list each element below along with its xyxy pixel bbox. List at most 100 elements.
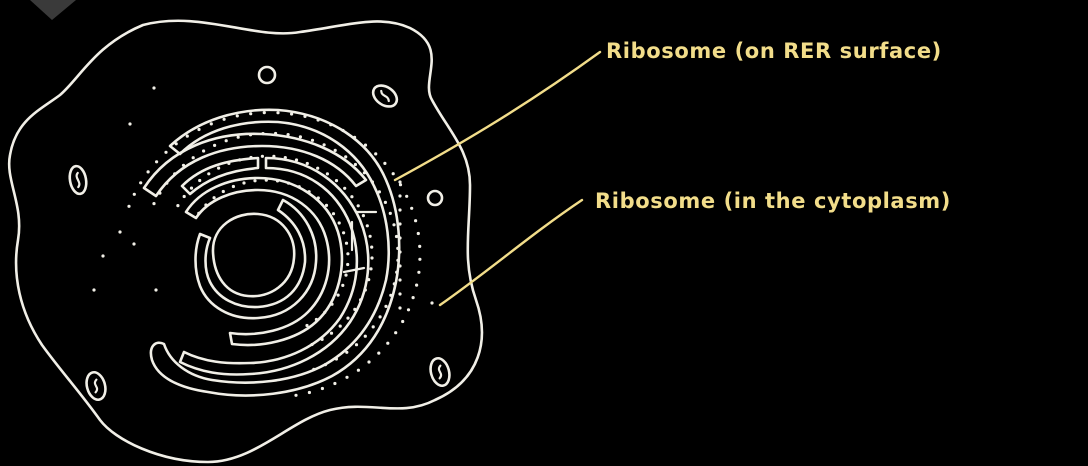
ribosome-dot [155, 160, 158, 163]
ribosome-dot [210, 122, 213, 125]
ribosome-dot [308, 190, 311, 193]
ribosome-dot [398, 236, 401, 239]
ribosome-dot [118, 230, 121, 233]
label-cytoplasm-ribosome: Ribosome (in the cytoplasm) [595, 189, 951, 213]
ribosome-dot [364, 335, 367, 338]
ribosome-dot [182, 164, 185, 167]
ribosome-dot [330, 332, 333, 335]
ribosome-dot [321, 338, 324, 341]
ribosome-dot [284, 156, 287, 159]
ribosome-dot [249, 156, 252, 159]
ribosome-dot [367, 278, 370, 281]
ribosome-dot [379, 315, 382, 318]
ribosome-dot [249, 133, 252, 136]
rer-cisterna-2 [186, 178, 342, 345]
ribosome-dot [274, 132, 277, 135]
ribosome-dot [175, 142, 178, 145]
ribosome-dot [92, 288, 95, 291]
ribosome-dot [378, 190, 381, 193]
ribosome-dot [238, 158, 241, 161]
ribosome-dot [332, 212, 335, 215]
organelle-bottom-right [428, 356, 453, 388]
ribosome-dot [298, 185, 301, 188]
ribosome-dot [321, 387, 324, 390]
ribosome-dot [127, 205, 130, 208]
ribosome-dot [344, 274, 347, 277]
ribosome-dot [384, 305, 387, 308]
ribosome-dot [152, 86, 155, 89]
ribosome-dot [265, 179, 268, 182]
rer-cisterna-3 [182, 158, 258, 194]
ribosome-dot [276, 179, 279, 182]
ribosome-dot [418, 258, 421, 261]
ribosome-dot [345, 376, 348, 379]
ribosome-dot [343, 187, 346, 190]
rer-cap-2 [344, 268, 364, 272]
ribosome-dot [346, 317, 349, 320]
ribosome-dot [299, 135, 302, 138]
ribosome-dot [357, 369, 360, 372]
ribosome-dot [337, 294, 340, 297]
ribosome-dot [323, 311, 326, 314]
ribosome-dot [310, 343, 313, 346]
ribosome-dot [355, 343, 358, 346]
ribosome-dot [330, 303, 333, 306]
ribosome-dot [306, 162, 309, 165]
ribosome-dot [430, 301, 433, 304]
ribosome-dot [197, 128, 200, 131]
ribosome-dot [341, 129, 344, 132]
ribosome-dot [339, 325, 342, 328]
ribosome-dot [398, 264, 401, 267]
ribosome-dot [414, 219, 417, 222]
ribosome-dot [232, 185, 235, 188]
ribosome-dot [242, 181, 245, 184]
ribosome-dot [316, 167, 319, 170]
ribosome-dot [276, 111, 279, 114]
ribosome-dot [147, 170, 150, 173]
ribosome-dot [410, 207, 413, 210]
ribosome-dot [418, 245, 421, 248]
ribosome-dot [192, 156, 195, 159]
ribosome-dot [354, 163, 357, 166]
ribosome-dot [317, 118, 320, 121]
ribosome-dot [261, 132, 264, 135]
ribosome-dot [386, 342, 389, 345]
ribosome-dot [152, 202, 155, 205]
ribosome-dot [364, 288, 367, 291]
organelle-bottom-left [84, 370, 109, 402]
ribosome-dot [217, 167, 220, 170]
ribosome-dot [207, 172, 210, 175]
ribosome-dot [383, 162, 386, 165]
ribosome-dot [294, 394, 297, 397]
ribosome-dot [334, 149, 337, 152]
label-rer-ribosome: Ribosome (on RER surface) [606, 39, 942, 63]
ribosome-dot [398, 250, 401, 253]
ribosome-dot [389, 212, 392, 215]
ribosome-dot [132, 242, 135, 245]
ribosome-dot [213, 144, 216, 147]
ribosome-dot [372, 325, 375, 328]
ribosome-dot [371, 180, 374, 183]
leader-cyto [440, 200, 582, 305]
ribosome-dot [290, 112, 293, 115]
ribosome-dot [303, 115, 306, 118]
ribosome-dot [398, 194, 401, 197]
ribosome-dot [176, 204, 179, 207]
ribosome-dot [398, 278, 401, 281]
ribosome-dot [363, 171, 366, 174]
ribosome-dot [417, 232, 420, 235]
ribosome-dot [341, 284, 344, 287]
ribosome-dot [393, 282, 396, 285]
ribosome-dot [287, 133, 290, 136]
ribosome-dot [367, 360, 370, 363]
organelle-top-right [369, 81, 401, 111]
cytoplasm-ribosomes [92, 86, 433, 304]
ribosome-dot [315, 318, 318, 321]
ribosome-dot [158, 192, 161, 195]
ribosome-dot [401, 320, 404, 323]
ribosome-dot [223, 118, 226, 121]
ribosome-dot [395, 271, 398, 274]
ribosome-dot [346, 252, 349, 255]
organelle-left [68, 165, 89, 195]
